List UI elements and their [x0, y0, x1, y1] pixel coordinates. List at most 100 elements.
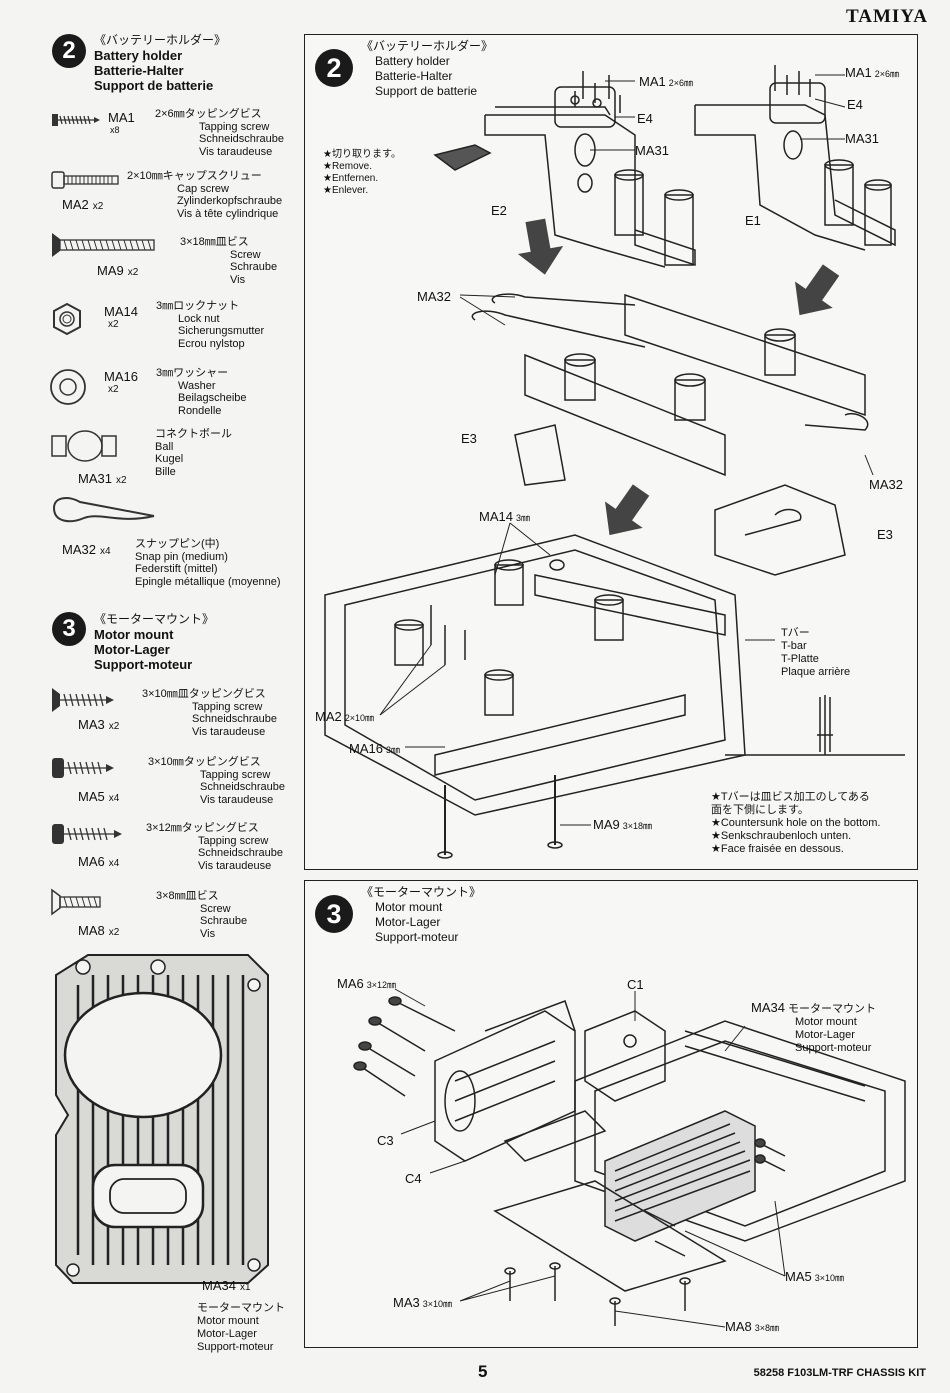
ma34-fr: Support-moteur — [197, 1341, 274, 1353]
motor-mount-assembly-drawing — [353, 988, 906, 1328]
panel-3-title: 《モーターマウント》 Motor mount Motor-Lager Suppo… — [361, 885, 481, 945]
remove-note-de: ★Entfernen. — [323, 173, 379, 184]
step-2-badge: 2 — [52, 34, 86, 68]
ma31-de: Kugel — [155, 453, 184, 465]
ma34-callout-en: Motor mount — [795, 1016, 857, 1028]
ma31-jp: コネクトボール — [155, 428, 232, 440]
sidebar-step-2-jp: 《バッテリーホルダー》 — [94, 33, 227, 47]
ma32-de: Federstift (mittel) — [135, 563, 218, 575]
ma9-code: MA9 — [97, 263, 124, 278]
countersunk-tapping-screw-icon — [52, 688, 114, 712]
ma16-fr: Rondelle — [178, 404, 222, 417]
tapping-screw-long-icon — [52, 824, 122, 844]
ma3-label-code: MA3 — [393, 1295, 420, 1310]
sidebar-step-3-en: Motor mount — [94, 627, 174, 642]
panel-2-jp: 《バッテリーホルダー》 — [361, 39, 494, 53]
page-number: 5 — [478, 1362, 488, 1381]
ma1-right-code: MA1 — [845, 65, 872, 80]
ma2-de: Zylinderkopfschraube — [177, 195, 283, 207]
ma3-de: Schneidschraube — [192, 713, 278, 725]
sidebar-step-3-title: 《モーターマウント》 Motor mount Motor-Lager Suppo… — [94, 612, 214, 672]
ma31-en: Ball — [155, 440, 174, 453]
tapping-screw-icon — [52, 758, 114, 778]
ma16-qty: x2 — [108, 384, 119, 395]
step-3-badge: 3 — [52, 612, 86, 646]
ma14-qty: x2 — [108, 319, 119, 330]
panel-3-de: Motor-Lager — [375, 915, 441, 929]
panel-2-fr: Support de batterie — [375, 84, 478, 98]
ma8-fr: Vis — [200, 927, 216, 940]
ma5-qty: x4 — [108, 793, 120, 804]
ma5-code: MA5 — [78, 789, 105, 804]
ma14-fr: Ecrou nylstop — [178, 337, 245, 350]
countersunk-jp-1: ★Tバーは皿ビス加工のしてある — [711, 791, 870, 803]
ma8-jp: 3×8㎜皿ビス — [156, 890, 219, 902]
battery-holder-assembly-drawing — [324, 65, 905, 859]
ma8-code: MA8 — [78, 923, 105, 938]
remove-note-fr: ★Enlever. — [323, 185, 369, 196]
panel-2-badge: 2 — [315, 49, 353, 87]
ma16-label-code: MA16 — [349, 741, 383, 756]
tbar-fr: Plaque arrière — [781, 666, 851, 678]
label-e4-left: E4 — [637, 111, 653, 126]
sidebar-step-3-de: Motor-Lager — [94, 642, 170, 657]
sidebar-step-2-de: Batterie-Halter — [94, 63, 184, 78]
label-ma31-right: MA31 — [845, 131, 879, 146]
kit-title: 58258 F103LM-TRF CHASSIS KIT — [753, 1367, 926, 1379]
ma6-qty: x4 — [108, 858, 120, 869]
countersunk-jp-2: 面を下側にします。 — [711, 804, 809, 816]
countersunk-note: ★Tバーは皿ビス加工のしてある 面を下側にします。 ★Countersunk h… — [711, 791, 880, 856]
sidebar-step-2-fr: Support de batterie — [94, 78, 214, 93]
countersunk-screw-short-icon — [51, 888, 101, 916]
ma8-label-size: 3×8㎜ — [754, 1323, 780, 1333]
label-e3-right: E3 — [877, 527, 893, 542]
countersunk-fr: ★Face fraisée en dessous. — [711, 843, 844, 855]
ma9-label-size: 3×18㎜ — [622, 821, 653, 831]
ma32-jp: スナップピン(中) — [135, 538, 220, 550]
label-c4: C4 — [405, 1171, 422, 1186]
remove-note-jp: ★切り取ります。 — [323, 149, 401, 160]
sidebar-step-2-title: 《バッテリーホルダー》 Battery holder Batterie-Halt… — [94, 33, 226, 93]
label-ma31-left: MA31 — [635, 143, 669, 158]
step-2-panel: 2 《バッテリーホルダー》 Battery holder Batterie-Ha… — [304, 34, 918, 870]
ma5-jp: 3×10㎜タッピングビス — [148, 756, 261, 768]
ma5-de: Schneidschraube — [200, 781, 286, 793]
ma1-jp: 2×6㎜タッピングビス — [155, 108, 262, 120]
ma6-en: Tapping screw — [198, 834, 269, 847]
ma8-qty: x2 — [108, 927, 120, 938]
ma6-label-size: 3×12㎜ — [366, 980, 397, 990]
ma31-qty: x2 — [115, 475, 127, 486]
ma3-qty: x2 — [108, 721, 120, 732]
label-e1: E1 — [745, 213, 761, 228]
ma1-left-code: MA1 — [639, 74, 666, 89]
ma6-label-code: MA6 — [337, 976, 364, 991]
ma14-en: Lock nut — [178, 312, 220, 325]
ma34-qty: x1 — [239, 1282, 251, 1293]
remove-note: ★切り取ります。 ★Remove. ★Entfernen. ★Enlever. — [323, 149, 401, 197]
snap-pin-icon — [53, 497, 155, 523]
ma16-de: Beilagscheibe — [178, 392, 247, 404]
cap-screw-icon — [51, 171, 119, 189]
ma34-code: MA34 — [202, 1278, 236, 1293]
ma3-label-size: 3×10㎜ — [422, 1299, 453, 1309]
ma9-fr: Vis — [230, 273, 246, 286]
ma9-label-code: MA9 — [593, 817, 620, 832]
ma34-callout-code: MA34 — [751, 1000, 785, 1015]
panel-3-badge: 3 — [315, 895, 353, 933]
ma3-code: MA3 — [78, 717, 105, 732]
sidebar-step-2-en: Battery holder — [94, 48, 183, 63]
tapping-screw-icon — [52, 114, 100, 126]
ma2-label-size: 2×10㎜ — [344, 713, 375, 723]
lock-nut-icon — [53, 302, 81, 336]
panel-3-fr: Support-moteur — [375, 930, 459, 944]
ma16-label-size: 3㎜ — [385, 745, 400, 755]
ma16-code: MA16 — [104, 369, 138, 384]
label-e4-right: E4 — [847, 97, 863, 112]
ma9-jp: 3×18㎜皿ビス — [180, 236, 249, 248]
countersunk-de: ★Senkschraubenloch unten. — [711, 830, 852, 842]
ma34-de: Motor-Lager — [197, 1328, 257, 1340]
